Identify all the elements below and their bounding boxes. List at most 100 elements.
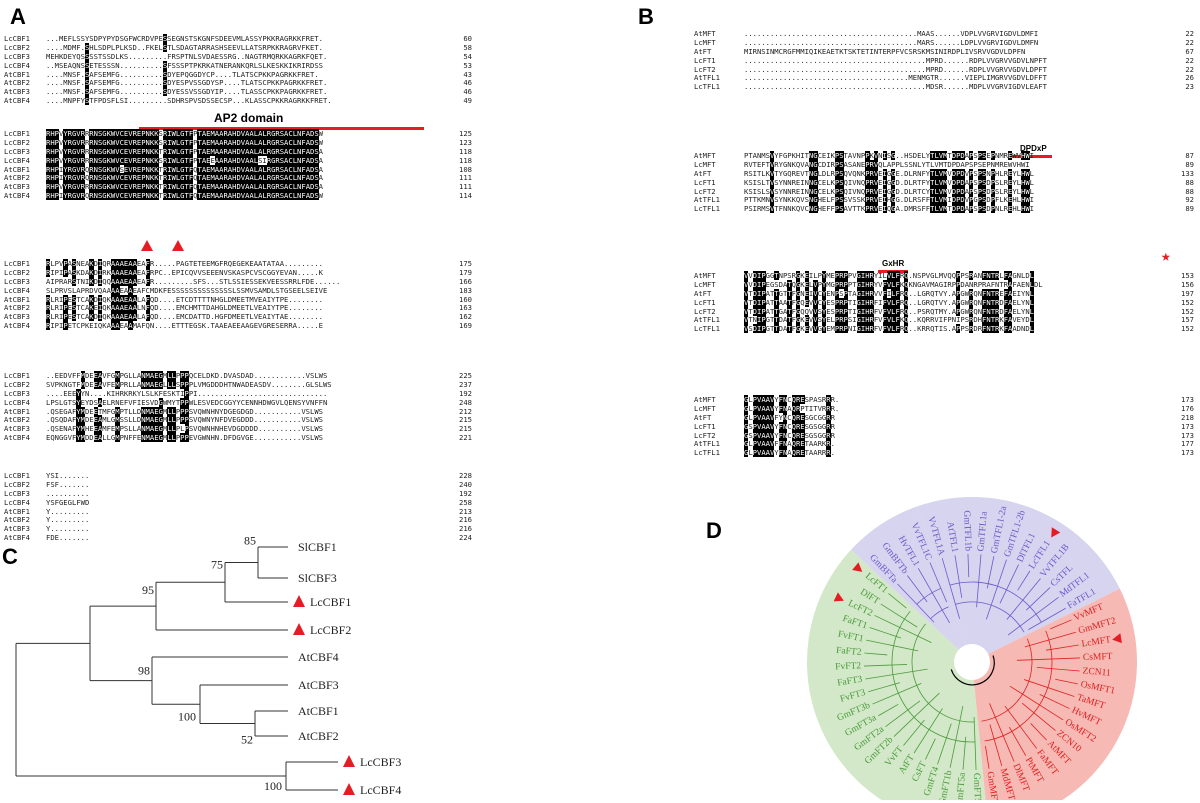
residue-count: 26 xyxy=(1185,73,1194,83)
panel-letter-a: A xyxy=(10,4,26,29)
alignment-row: AtCBF4....MNPFYSTFPDSFLSI.........SDHRSP… xyxy=(4,96,472,106)
circular-tree-leaf-label: FaFT2 xyxy=(836,646,862,658)
residue-count: 221 xyxy=(459,433,472,443)
alignment-block: AtMFT...................................… xyxy=(694,29,1194,92)
tree-leaf-branch xyxy=(1006,578,1041,620)
tree-leaf-branch xyxy=(962,736,967,770)
sequence-residues: VTNIPGTTDATFGKEVVSYELPRPSIGIHRFVFVLFKQ..… xyxy=(744,315,1034,325)
residue-count: 87 xyxy=(1185,151,1194,160)
circular-tree-leaf-label: CsMFT xyxy=(1083,652,1113,663)
residue-count: 169 xyxy=(459,321,472,331)
tree-leaf-branch xyxy=(864,664,908,667)
tree-leaf-branch xyxy=(925,738,936,760)
tree-leaf-branch xyxy=(1036,667,1080,672)
sequence-residues: FSF....... xyxy=(46,479,90,489)
residue-count: 108 xyxy=(459,164,472,174)
sequence-name: LcTFL1 xyxy=(694,204,720,214)
sequence-residues: KSISLTVSYNNREINNGCELKPSQIVNQPRVEIGGD.DLR… xyxy=(744,177,1034,187)
tree-leaf-branch xyxy=(967,554,970,578)
alignment-row: AtCBF2.QSQDAFYMDEEAMLGMSSLLDNMAEGMLLPPPS… xyxy=(4,415,472,425)
sequence-name: LcCBF3 xyxy=(4,146,30,156)
residue-count: 118 xyxy=(459,155,472,165)
sequence-residues: ..MSEAQNSSETESSSN..........SFSSSPTPKRKAT… xyxy=(46,60,323,70)
tree-clade-arc xyxy=(955,601,1025,633)
sequence-residues: RHPVYRGVRRRNSGKWVCEVREPNKKSRIWLGTFPTAEEA… xyxy=(46,155,323,165)
sequence-name: AtFT xyxy=(694,46,712,56)
alignment-row: AtCBF1....MNSF.SAFSEMFG..........SDYEPQG… xyxy=(4,69,472,80)
residue-count: 67 xyxy=(1185,46,1194,56)
alignment-row: LcTFL1 PSIRMSVTFNNKQVCNGHEFFPSAVTTKPRVEIQ… xyxy=(694,204,1194,214)
bootstrap-value: 75 xyxy=(211,557,223,571)
sequence-residues: PSIRMSVTFNNKQVCNGHEFFPSAVTTKPRVEIQGA.DMR… xyxy=(744,204,1034,214)
residue-count: 152 xyxy=(1181,297,1194,307)
residue-count: 152 xyxy=(1181,324,1194,334)
alignment-row: LcCBF1...MEFLSSYSDPYPYDSGFWCRDVPESSEGNST… xyxy=(4,34,472,44)
residue-count: 224 xyxy=(459,533,472,543)
alignment-row: AtTFL1..................................… xyxy=(694,74,1194,83)
residue-count: 166 xyxy=(459,276,472,286)
circular-tree-leaf-label: GmTFL1b xyxy=(961,510,973,551)
sequence-name: AtCBF2 xyxy=(4,415,30,425)
sequence-name: AtTFL1 xyxy=(694,439,720,449)
sequence-name: LcCBF3 xyxy=(4,51,30,61)
tree-leaf-branch xyxy=(949,705,964,768)
sequence-name: LcFT2 xyxy=(694,64,716,74)
sequence-residues: YSI....... xyxy=(46,471,90,480)
tree-leaf-label: AtCBF3 xyxy=(298,678,339,692)
circular-tree-leaf-label: ZCN11 xyxy=(1082,666,1111,678)
bootstrap-value: 95 xyxy=(142,583,154,597)
sequence-name: AtCBF4 xyxy=(4,533,30,543)
sequence-name: LcMFT xyxy=(694,159,716,169)
marked-leaf-triangle xyxy=(293,623,305,635)
sequence-residues: RHPVYRGVRRRNSGKWVCEVREPNKKSRIWLGTFPTAEMA… xyxy=(46,129,323,138)
residue-count: 23 xyxy=(1185,82,1194,92)
sequence-name: AtCBF4 xyxy=(4,321,30,331)
sequence-name: AtMFT xyxy=(694,29,716,38)
tree-leaf-branch xyxy=(1021,702,1056,731)
sequence-name: LcTFL1 xyxy=(694,324,720,334)
sequence-residues: RHPVYRGVRRRNSGKWVCEVREPNKKTRIWLGTFPTAEMA… xyxy=(46,146,323,156)
sequence-residues: RIPIPETCPKEIQKAAAEAAMAFQN....ETTTEGSK.TA… xyxy=(46,321,323,331)
alignment-row: AtCBF2....MNSF.SAFSEMFG..........SDYESPV… xyxy=(4,78,472,88)
residue-count: 258 xyxy=(459,497,472,507)
sequence-residues: RHPIYRGVRQRNSGKWVCEVREPNKKTRIWLGTFQTAEMA… xyxy=(46,173,323,183)
sequence-name: LcFT1 xyxy=(694,297,716,307)
tree-leaf-branch xyxy=(1028,607,1066,631)
tree-leaf-branch xyxy=(866,639,919,652)
tree-leaf-branch xyxy=(1017,570,1031,591)
residue-count: 54 xyxy=(463,51,472,61)
alignment-panel-b: DPDxP GxHR ★ AtMFT......................… xyxy=(694,29,1194,490)
sequence-residues: RHPIYRGVRQRNSGKWVCEVREPNKKTRIWLGTFQTAEMA… xyxy=(46,191,323,201)
tree-leaf-branch xyxy=(869,627,902,639)
tree-leaf-label: LcCBF3 xyxy=(360,755,401,769)
tree-leaf-branch xyxy=(1007,597,1059,636)
sequence-residues: EQNGGVFYMDDEALLGMPNFFENMAEGMLLPPPEVGWNHN… xyxy=(46,433,323,443)
tree-leaf-branch xyxy=(973,716,977,770)
residue-count: 216 xyxy=(459,515,472,525)
bootstrap-value: 100 xyxy=(264,779,282,793)
tree-leaf-label: AtCBF2 xyxy=(298,729,339,743)
bootstrap-value: 52 xyxy=(241,733,253,747)
sequence-name: LcFT1 xyxy=(694,55,716,65)
tree-leaf-branch xyxy=(954,555,963,598)
tree-leaf-branch xyxy=(1009,685,1064,721)
sequence-residues: .QSEGAFYMDEETMFGMPTLLDNMAEGMLLPPPSVQWNHN… xyxy=(46,406,323,416)
tree-leaf-branch xyxy=(937,723,952,765)
residue-count: 192 xyxy=(459,388,472,398)
